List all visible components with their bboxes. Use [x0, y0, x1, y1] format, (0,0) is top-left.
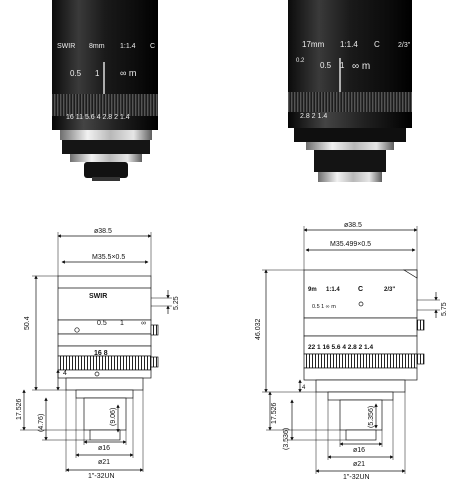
- right-dim-side: 5.75: [441, 302, 448, 316]
- left-photo-brand: SWIR: [57, 43, 75, 50]
- right-photo-format: 2/3": [398, 42, 411, 49]
- left-photo-focus-a: 0.5: [70, 69, 82, 78]
- right-body-scale: 0.5 1 ∞ m: [312, 304, 336, 310]
- right-body-focal: 9m: [308, 287, 317, 293]
- left-dim-side: 5.25: [173, 296, 180, 310]
- right-dia-outer: ø38.5: [344, 222, 362, 229]
- right-photo-focus-a: 0.5: [320, 61, 332, 70]
- right-lens-mount-body: [314, 150, 386, 172]
- right-photo-mount: C: [374, 40, 380, 49]
- left-drawing-front-body: [57, 275, 152, 321]
- right-lens-barrel: [288, 0, 412, 92]
- right-body-mount: C: [358, 286, 363, 293]
- left-body-scale-a: 0.5: [97, 320, 107, 327]
- left-photo-mount: C: [150, 43, 155, 50]
- left-dim-bottom: (9.06): [110, 408, 117, 426]
- right-body-aperture: 1:1.4: [326, 287, 340, 293]
- left-lens-chrome-ring: [60, 130, 152, 140]
- left-photo-focus-b: 1: [95, 69, 100, 78]
- left-lens-c-mount: [84, 162, 128, 178]
- right-lens-iris-ring: [288, 112, 412, 128]
- left-lens-mount-ring: [70, 154, 142, 162]
- right-lens-lower-body: [294, 128, 406, 142]
- right-drawing-front-body: [303, 269, 418, 319]
- right-photo-aperture: 1:1.4: [340, 40, 358, 49]
- left-lens-focus-ring: [52, 94, 158, 118]
- left-body-brand: SWIR: [89, 293, 107, 300]
- right-lens-photo: 17mm 1:1.4 C 2/3" 0.2 0.5 1 ∞ m 2.8 2 1.…: [288, 0, 412, 182]
- left-dia-outer: ø38.5: [94, 228, 112, 235]
- left-body-scale-b: 1: [120, 320, 124, 327]
- left-photo-focal: 8mm: [89, 43, 105, 50]
- right-photo-fstops: 2.8 2 1.4: [300, 113, 327, 120]
- left-lens-lower-body: [62, 140, 150, 154]
- left-photo-focus-inf: ∞ m: [120, 68, 136, 78]
- right-lens-focus-ring: [288, 92, 412, 114]
- right-dim-bottom: (5.356): [368, 406, 375, 428]
- left-height: 50.4: [24, 316, 31, 330]
- right-photo-small: 0.2: [296, 58, 305, 64]
- left-dia-front: M35.5×0.5: [92, 254, 125, 261]
- right-dia-front: M35.499×0.5: [330, 241, 371, 248]
- right-drawing-knurl: [303, 353, 418, 369]
- left-body-fstops: 16 8: [94, 350, 108, 357]
- right-body-fstops: 22 1 16 5.6 4 2.8 2 1.4: [308, 344, 373, 351]
- right-dia-21: ø21: [353, 461, 365, 468]
- left-drawing-mount: [83, 397, 127, 431]
- right-dim-4: 4: [302, 385, 306, 391]
- right-drawing-labels: ø38.5 M35.499×0.5 9m 1:1.4 C 2/3" 0.5 1 …: [255, 222, 448, 481]
- left-flange: 17.526: [16, 398, 23, 420]
- right-thread: 1"-32UN: [343, 474, 370, 481]
- right-photo-focus-inf: ∞ m: [352, 61, 370, 72]
- left-body-scale-c: ∞: [141, 320, 146, 327]
- left-drawing-labels: ø38.5 M35.5×0.5 SWIR 0.5 1 ∞ 16 8 4 5.25…: [16, 228, 180, 480]
- left-dim-4: 4: [63, 370, 67, 377]
- right-technical-drawing: [262, 226, 440, 474]
- left-lens-photo: SWIR 8mm 1:1.4 C 0.5 1 ∞ m 16 11 5.6 4 2…: [52, 0, 158, 181]
- left-thread: 1"-32UN: [88, 473, 115, 480]
- right-photo-focus-b: 1: [340, 61, 345, 70]
- left-recess: (4.76): [38, 414, 45, 432]
- right-lens-chrome-ring: [306, 142, 394, 150]
- left-drawing-knurl: [57, 355, 152, 371]
- left-photo-fstops: 16 11 5.6 4 2.8 2 1.4: [66, 114, 130, 121]
- right-photo-focal: 17mm: [302, 40, 325, 49]
- right-body-format: 2/3": [384, 287, 395, 293]
- left-technical-drawing: [20, 232, 172, 472]
- left-photo-aperture: 1:1.4: [120, 43, 136, 50]
- right-lens-mount-ring: [318, 172, 382, 182]
- left-lens-iris-ring: [52, 116, 158, 130]
- right-flange: 17.526: [271, 402, 278, 424]
- right-recess: (3.536): [283, 428, 290, 450]
- right-height: 46.032: [255, 318, 262, 340]
- right-dia-16: ø16: [353, 447, 365, 454]
- left-dia-16: ø16: [98, 445, 110, 452]
- left-lens-barrel: [52, 0, 158, 94]
- left-dia-21: ø21: [98, 459, 110, 466]
